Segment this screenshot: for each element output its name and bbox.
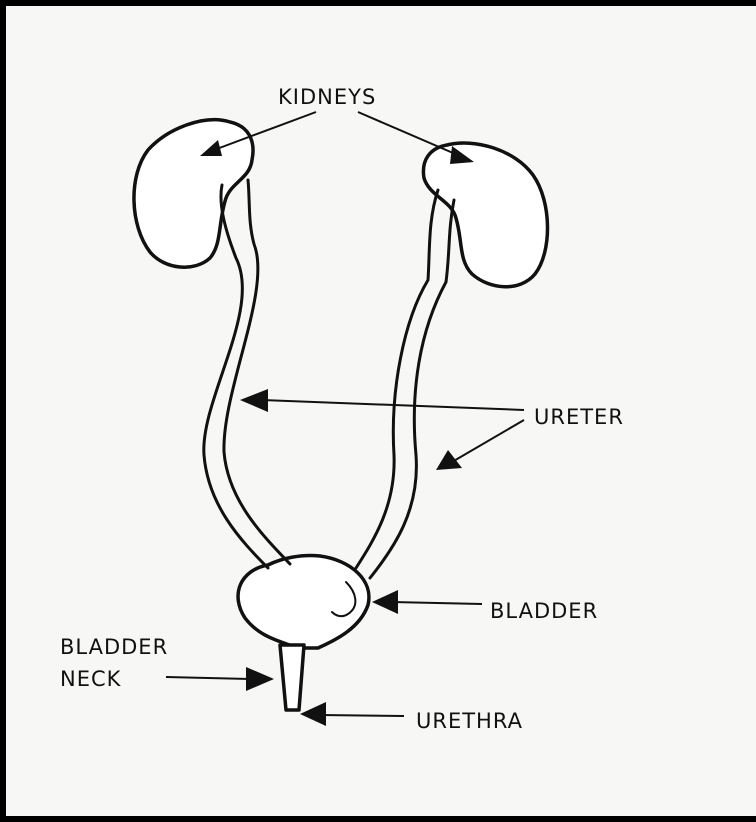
ureter-arrow-left [240, 389, 268, 412]
ureter-arrow-right [436, 450, 462, 470]
bladder-arrow [372, 590, 398, 614]
urethra-label: URETHRA [416, 709, 523, 733]
ureter-pointer-right [452, 420, 524, 462]
right-ureter-outer [356, 190, 438, 568]
kidneys-label: KIDNEYS [278, 85, 376, 109]
bladder-neck-label-line2: NECK [60, 667, 122, 691]
bladder [238, 555, 369, 648]
right-kidney [423, 143, 547, 287]
bladder-neck-pointer [166, 677, 250, 679]
kidneys-pointer-right [358, 112, 460, 156]
bladder-pointer [392, 602, 482, 604]
bladder-label: BLADDER [490, 599, 598, 623]
urethra-pointer [320, 715, 404, 716]
left-ureter-inner [224, 180, 290, 564]
urethra-tube [280, 645, 304, 710]
ureter-label: URETER [534, 405, 624, 429]
urethra-arrow [300, 702, 326, 726]
bladder-neck-label-line1: BLADDER [60, 635, 168, 659]
bladder-neck-arrow [246, 667, 274, 691]
